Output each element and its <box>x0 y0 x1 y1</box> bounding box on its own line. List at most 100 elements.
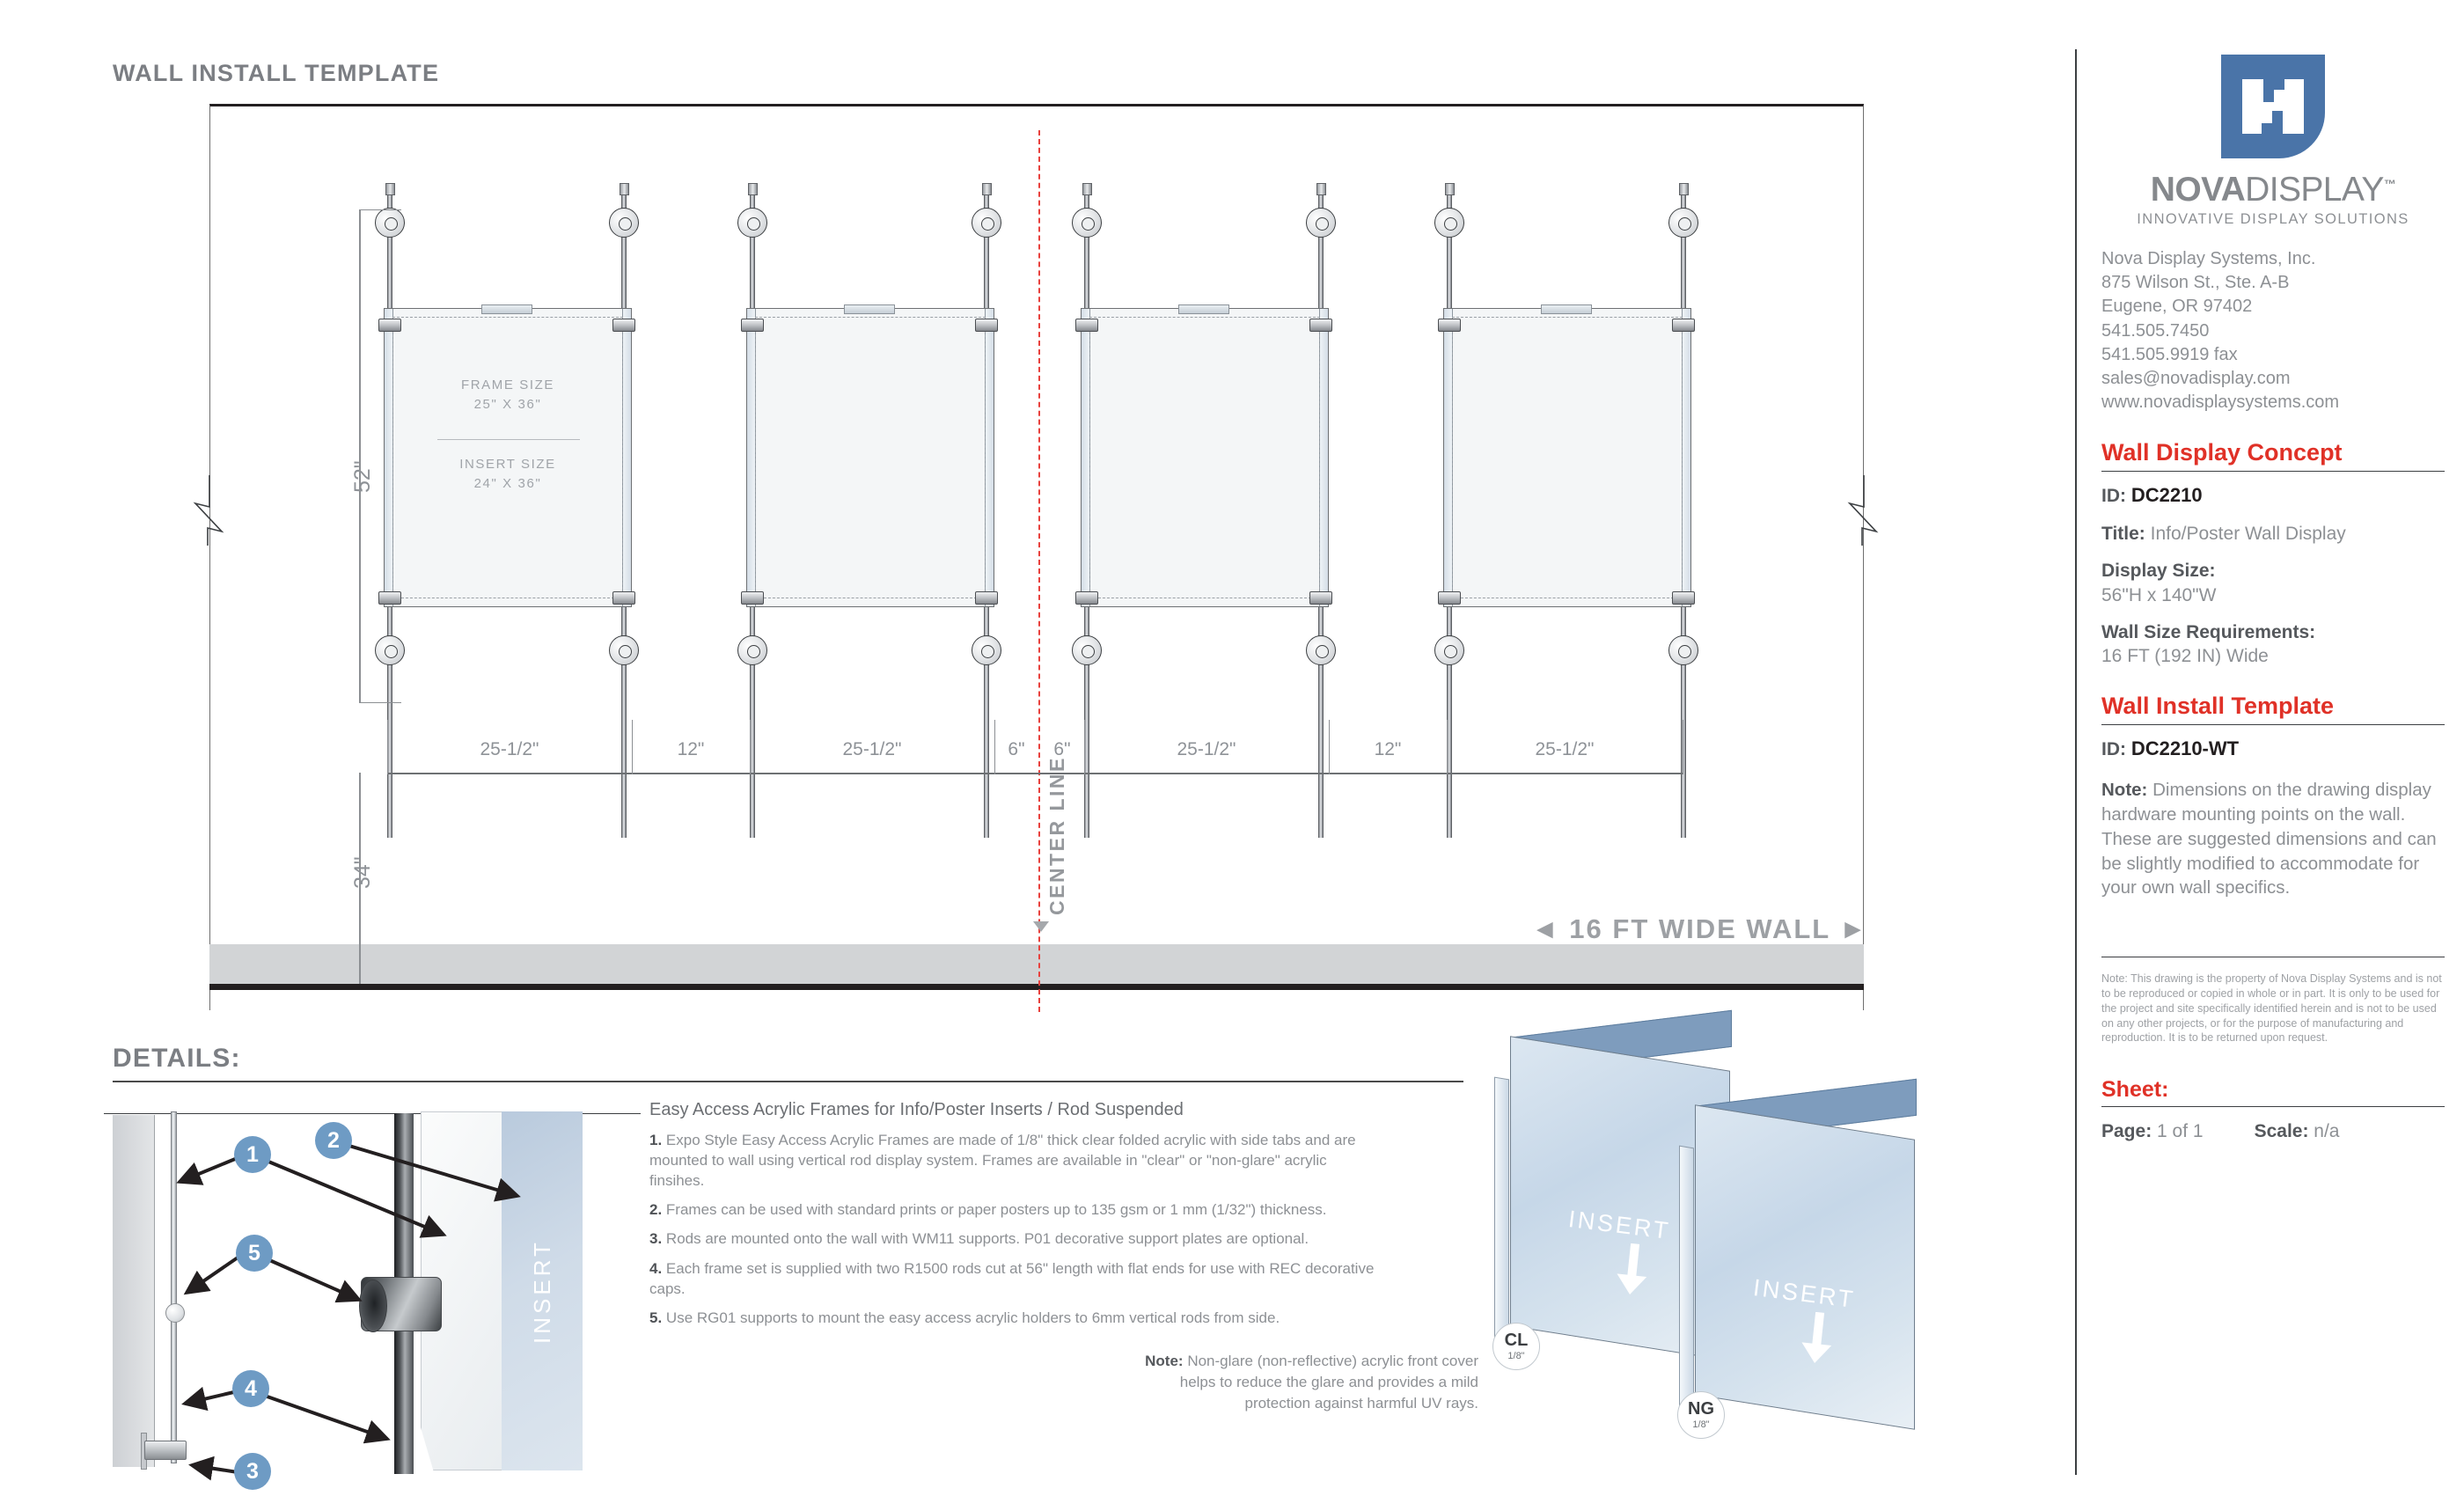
note-label: Note: <box>2101 779 2148 800</box>
acrylic-frame <box>1443 304 1691 607</box>
address-line-1: 875 Wilson St., Ste. A-B <box>2101 273 2290 293</box>
dimension-label: 6" <box>1053 739 1071 759</box>
fax-number: 541.505.9919 fax <box>2101 344 2238 364</box>
display-size-value: 56"H x 140"W <box>2101 584 2217 605</box>
wall-support-icon <box>1306 635 1336 665</box>
insert-area <box>392 317 623 598</box>
dimension-leader <box>359 702 401 703</box>
isometric-detail-diagram: INSERT 1 2 5 4 3 <box>104 1096 641 1490</box>
badge-nonglare-sub: 1/8" <box>1692 1419 1710 1430</box>
nova-logo-icon <box>2221 55 2325 158</box>
center-line-arrow-icon <box>1033 921 1049 932</box>
dimension-tick <box>1447 720 1448 774</box>
page-value: 1 of 1 <box>2152 1121 2204 1142</box>
break-symbol-left <box>192 475 227 546</box>
email-address[interactable]: sales@novadisplay.com <box>2101 368 2291 388</box>
rod-cap-icon <box>1316 183 1326 195</box>
logo-tm: ™ <box>2383 177 2396 191</box>
callout-arrows <box>176 1140 521 1481</box>
badge-nonglare-key: NG <box>1688 1399 1714 1419</box>
dimension-tick <box>1329 720 1331 774</box>
vertical-dimension-line <box>359 209 361 702</box>
website-url[interactable]: www.novadisplaysystems.com <box>2101 392 2340 413</box>
wall-surface <box>113 1115 155 1467</box>
rg01-clip-icon <box>378 319 401 332</box>
concept-heading: Wall Display Concept <box>2101 439 2343 466</box>
center-line-marker <box>1038 130 1040 1012</box>
rg01-clip-icon <box>1438 319 1461 332</box>
badge-clear-key: CL <box>1504 1331 1529 1350</box>
frame-side-tab <box>1682 309 1690 606</box>
dimension-tick <box>1084 720 1086 774</box>
rg01-clip-icon <box>1075 319 1098 332</box>
legal-note: Note: This drawing is the property of No… <box>2101 972 2442 1045</box>
note-text: Dimensions on the drawing display hardwa… <box>2101 779 2437 898</box>
rod-cap-icon <box>1445 183 1455 195</box>
acrylic-frame: FRAME SIZE 25" X 36" INSERT SIZE 24" X 3… <box>384 304 632 607</box>
wall-support-icon <box>609 208 639 238</box>
rod-cap-icon <box>982 183 992 195</box>
rod-cap-icon <box>620 183 629 195</box>
scale-label: Scale: <box>2254 1121 2309 1142</box>
sheet-heading: Sheet: <box>2101 1077 2169 1103</box>
wm11-support-icon <box>144 1441 187 1460</box>
acrylic-left-edge <box>1494 1076 1509 1344</box>
dimension-tick <box>387 720 389 774</box>
rg01-support-icon <box>359 1277 442 1332</box>
wall-support-icon <box>972 208 1001 238</box>
dimension-line <box>387 773 1683 774</box>
rg01-clip-icon <box>975 591 998 605</box>
logo-bold: NOVA <box>2150 171 2246 209</box>
rg01-clip-icon <box>975 319 998 332</box>
wall-support-icon <box>1072 635 1102 665</box>
wall-elevation-drawing <box>209 104 1864 1010</box>
label-divider <box>437 439 580 440</box>
title-label: Title: <box>2101 523 2145 544</box>
floor-baseline <box>209 984 1864 990</box>
template-id-value: DC2210-WT <box>2130 737 2240 760</box>
rg01-clip-icon <box>612 591 635 605</box>
wall-support-icon <box>1072 208 1102 238</box>
template-id-row: ID: DC2210-WT <box>2101 737 2445 762</box>
wall-support-icon <box>1668 635 1698 665</box>
rod-cap-icon <box>385 183 395 195</box>
glare-note-label: Note: <box>1145 1353 1184 1369</box>
insert-arrow-back-icon <box>1617 1243 1647 1295</box>
dimension-label: 12" <box>677 739 705 759</box>
page-label: Page: <box>2101 1121 2152 1142</box>
concept-id-label: ID: <box>2101 486 2126 507</box>
rg01-clip-icon <box>1309 591 1332 605</box>
wall-size-value: 16 FT (192 IN) Wide <box>2101 646 2269 667</box>
insert-strip <box>502 1111 583 1470</box>
insert-size-value: 24" X 36" <box>473 476 542 491</box>
detail-text: Each frame set is supplied with two R150… <box>649 1259 1375 1297</box>
insert-area <box>1452 317 1683 598</box>
template-heading: Wall Install Template <box>2101 693 2335 720</box>
logo-wordmark: NOVADISPLAY™ <box>2101 171 2445 209</box>
dimension-label: 25-1/2" <box>842 739 902 759</box>
template-note: Note: Dimensions on the drawing display … <box>2101 778 2445 900</box>
details-title: Easy Access Acrylic Frames for Info/Post… <box>649 1100 1184 1119</box>
wall-support-icon <box>737 208 767 238</box>
concept-id-row: ID: DC2210 <box>2101 483 2445 509</box>
top-clip-icon <box>1541 304 1592 314</box>
top-clip-icon <box>1178 304 1229 314</box>
logo-light: DISPLAY <box>2245 171 2384 209</box>
insert-size-label: INSERT SIZE 24" X 36" <box>385 457 631 491</box>
company-address-block: Nova Display Systems, Inc. 875 Wilson St… <box>2101 247 2445 414</box>
rod-cap-icon <box>1082 183 1092 195</box>
phone-number: 541.505.7450 <box>2101 320 2210 341</box>
acrylic-frame <box>746 304 994 607</box>
acrylic-left-edge <box>1679 1145 1694 1412</box>
insert-size-title: INSERT SIZE <box>459 457 556 472</box>
title-value: Info/Poster Wall Display <box>2145 523 2346 544</box>
detail-text: Expo Style Easy Access Acrylic Frames ar… <box>649 1132 1356 1190</box>
rod-cap-icon <box>748 183 758 195</box>
top-clip-icon <box>844 304 895 314</box>
details-heading: DETAILS: <box>113 1044 241 1073</box>
wall-support-icon <box>1668 208 1698 238</box>
title-block-sidebar: NOVADISPLAY™ INNOVATIVE DISPLAY SOLUTION… <box>2075 49 2445 1475</box>
callout-3: 3 <box>234 1453 271 1490</box>
details-divider <box>113 1081 1463 1082</box>
